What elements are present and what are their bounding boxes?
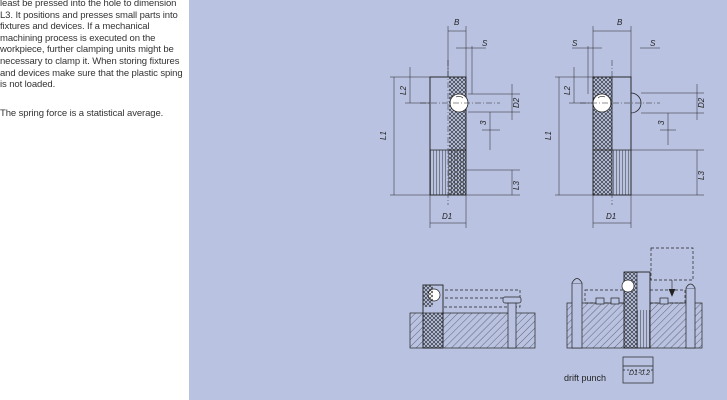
label-s-right-a: S [572, 39, 578, 48]
right-view [555, 26, 704, 228]
technical-drawing-panel: B S L1 L2 L3 D2 3 D1 [189, 0, 727, 400]
label-d2-right: D2 [697, 97, 706, 108]
left-assembly [409, 284, 536, 349]
label-l3-left: L3 [512, 181, 521, 190]
label-3-left: 3 [479, 120, 488, 125]
label-d1-left: D1 [442, 212, 452, 221]
label-b-right: B [617, 18, 623, 27]
description-paragraph-1: least be pressed into the hole to dimens… [0, 0, 183, 91]
label-s-left: S [482, 39, 488, 48]
right-pin-right [685, 287, 696, 349]
label-l1-left: L1 [379, 131, 388, 140]
description-paragraph-2: The spring force is a statistical averag… [0, 108, 164, 119]
label-l2-right: L2 [563, 86, 572, 95]
label-b-left: B [454, 18, 460, 27]
technical-drawing: B S L1 L2 L3 D2 3 D1 [379, 18, 706, 384]
left-pin [507, 299, 517, 349]
right-pin-left [571, 282, 583, 349]
label-3-right: 3 [657, 120, 666, 125]
label-l1-right: L1 [544, 131, 553, 140]
right-assembly [566, 247, 703, 384]
drift-punch-label: drift punch [564, 373, 606, 383]
description-column: least be pressed into the hole to dimens… [0, 0, 185, 400]
drift-punch-dimension: D1-0.2 [629, 370, 650, 377]
label-l2-left: L2 [399, 86, 408, 95]
right-knurl-lower [612, 150, 631, 195]
label-l3-right: L3 [697, 171, 706, 180]
label-d2-left: D2 [512, 97, 521, 108]
right-punch-outline [650, 247, 694, 281]
left-view [390, 26, 520, 228]
label-d1-right: D1 [606, 212, 616, 221]
label-s-right-b: S [650, 39, 656, 48]
